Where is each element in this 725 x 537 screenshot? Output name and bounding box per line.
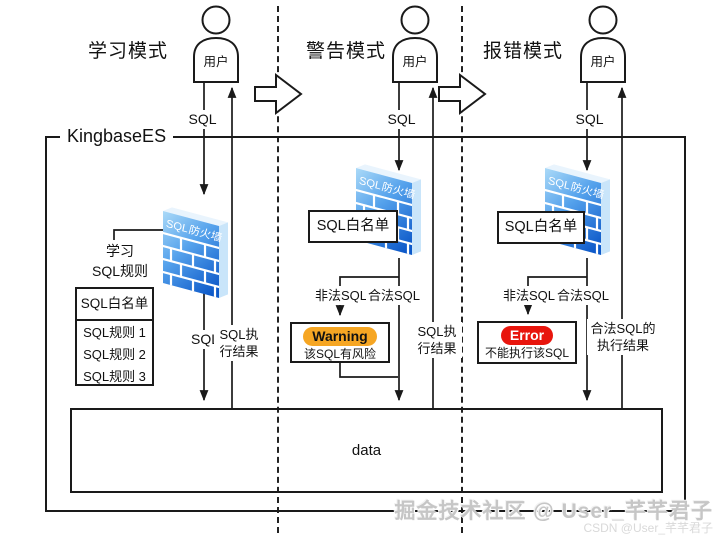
user-icon: 用户 <box>580 5 626 83</box>
user-icon: 用户 <box>392 5 438 83</box>
illegal-sql-label: 非法SQL <box>501 286 557 305</box>
kingbasees-container <box>45 136 686 512</box>
sql-request-label: SQL <box>183 110 222 129</box>
mode-transition-arrow-icon <box>254 72 303 116</box>
warning-box: Warning 该SQL有风险 <box>290 322 390 363</box>
user-label: 用户 <box>203 54 228 69</box>
learn-rules-label: 学习 SQL规则 <box>86 240 154 282</box>
mode-title-error: 报错模式 <box>483 41 564 62</box>
mode-separator-line <box>277 6 279 533</box>
error-box: Error 不能执行该SQL <box>477 321 577 364</box>
mode-transition-arrow-icon <box>438 72 487 116</box>
watermark-juejin: 掘金技术社区 @ User_芊芊君子 <box>394 500 713 523</box>
sql-request-label: SQL <box>570 110 609 129</box>
error-badge: Error <box>500 326 554 345</box>
execution-result-label: SQL执 行结果 <box>214 325 264 361</box>
illegal-sql-label: 非法SQL <box>313 286 369 305</box>
whitelist-header: SQL白名单 <box>77 289 152 321</box>
whitelist-rule: SQL规则 3 <box>83 369 146 384</box>
mode-title-warning: 警告模式 <box>306 41 387 62</box>
legal-sql-label: 合法SQL <box>366 286 422 305</box>
watermark-csdn: CSDN @User_芊芊君子 <box>583 521 713 535</box>
whitelist-tag-box: SQL白名单 <box>308 210 398 243</box>
kingbasees-label: KingbaseES <box>60 126 174 147</box>
user-label: 用户 <box>590 54 615 69</box>
mode-separator-line <box>461 6 463 533</box>
legal-sql-label: 合法SQL <box>555 286 611 305</box>
whitelist-tag-box: SQL白名单 <box>497 211 585 244</box>
data-store-box: data <box>70 408 663 493</box>
mode-title-learning: 学习模式 <box>88 41 169 62</box>
warning-message: 该SQL有风险 <box>303 347 376 361</box>
sql-request-label: SQL <box>382 110 421 129</box>
warning-badge: Warning <box>303 327 377 346</box>
whitelist-rule: SQL规则 2 <box>83 347 146 362</box>
error-message: 不能执行该SQL <box>484 346 569 360</box>
whitelist-rules-box: SQL白名单 SQL规则 1 SQL规则 2 SQL规则 3 <box>75 287 154 386</box>
execution-result-label: SQL执 行结果 <box>412 322 462 358</box>
whitelist-rule: SQL规则 1 <box>83 325 146 340</box>
sql-firewall-icon: SQL防火墙 <box>163 207 228 299</box>
data-store-label: data <box>351 442 382 459</box>
user-label: 用户 <box>402 54 427 69</box>
user-icon: 用户 <box>193 5 239 83</box>
execution-result-label: 合法SQL的 执行结果 <box>587 319 659 355</box>
